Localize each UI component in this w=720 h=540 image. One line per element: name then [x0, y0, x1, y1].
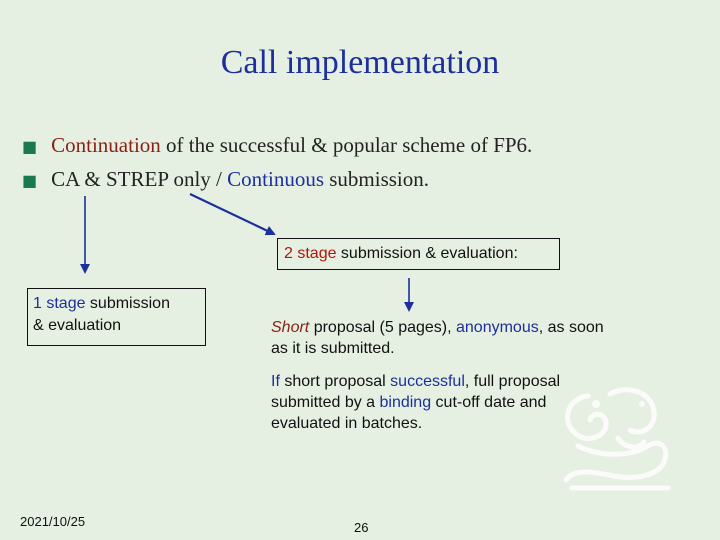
square-bullet-icon: ■	[22, 171, 38, 190]
binding-highlight: binding	[379, 394, 432, 411]
bullet-text: CA & STREP only /	[51, 167, 228, 191]
bullet-text: of the successful & popular scheme of FP…	[160, 133, 533, 157]
if-text-end: cut-off date and evaluated in batches.	[271, 394, 547, 432]
if-highlight: If	[271, 373, 280, 390]
page-number: 26	[354, 520, 369, 535]
bullet-list: ■ Continuation of the successful & popula…	[22, 128, 532, 196]
full-proposal-paragraph: If short proposal successful, full propo…	[271, 371, 611, 434]
short-text-end: , as soon as it is submitted.	[271, 319, 604, 357]
short-highlight: Short	[271, 319, 310, 336]
footer-date: 2021/10/25	[20, 514, 86, 529]
one-stage-text: submission	[85, 295, 170, 312]
successful-highlight: successful	[390, 373, 465, 390]
square-bullet-icon: ■	[22, 137, 38, 156]
if-text: short proposal	[279, 373, 391, 390]
bullet-text: submission.	[324, 167, 430, 191]
arrow-to-two-stage	[189, 193, 276, 236]
jade-dragon-icon	[563, 387, 671, 491]
two-stage-highlight: 2 stage	[284, 245, 337, 262]
one-stage-text-line2: & evaluation	[33, 317, 122, 334]
two-stage-text: submission & evaluation:	[336, 245, 518, 262]
bullet-item-continuation: ■ Continuation of the successful & popula…	[22, 128, 532, 162]
continuation-highlight: Continuation	[51, 133, 161, 157]
slide-title: Call implementation	[220, 44, 500, 81]
one-stage-highlight: 1 stage	[33, 295, 86, 312]
short-text: proposal (5 pages),	[309, 319, 456, 336]
continuous-highlight: Continuous	[227, 167, 324, 191]
short-proposal-paragraph: Short proposal (5 pages), anonymous, as …	[271, 317, 611, 359]
bullet-item-submission: ■ CA & STREP only / Continuous submission…	[22, 162, 532, 196]
anonymous-highlight: anonymous	[456, 319, 539, 336]
if-text-mid: , full proposal submitted by a	[271, 373, 561, 411]
one-stage-box: 1 stage submission & evaluation	[27, 288, 206, 346]
two-stage-box: 2 stage submission & evaluation:	[277, 238, 560, 270]
